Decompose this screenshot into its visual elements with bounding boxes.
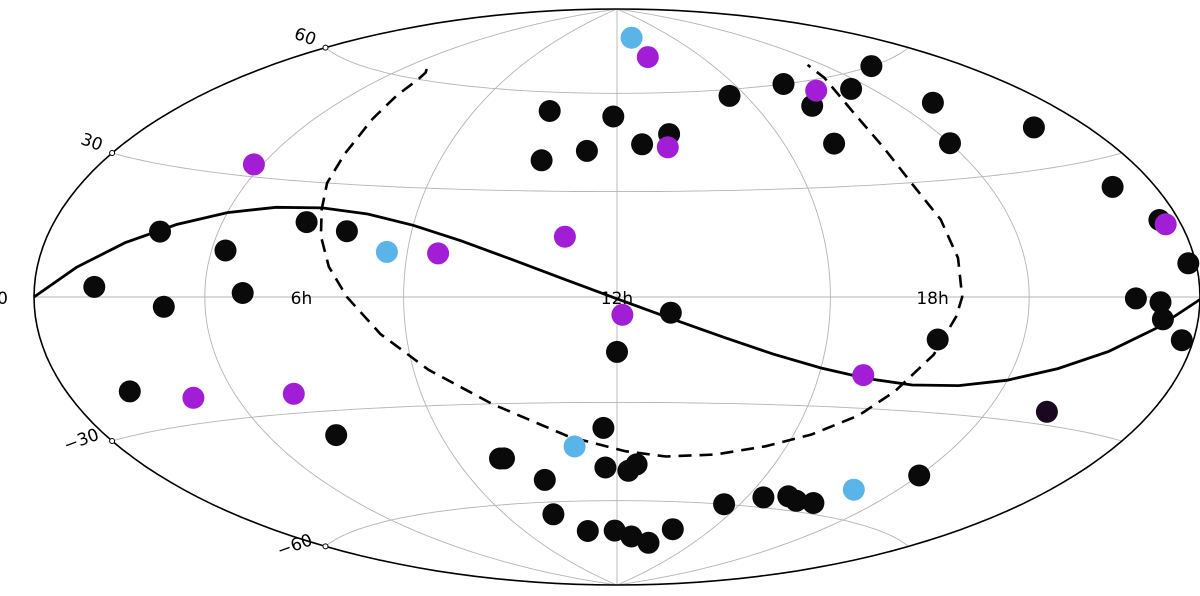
black-data-point [752,486,775,509]
black-data-point [538,100,561,122]
y-tick-label: −60 [275,530,316,561]
black-data-point [718,84,741,107]
y-tick-marker [109,438,116,444]
purple-data-point [242,153,265,176]
meridian-4h [204,8,618,586]
black-data-point [620,525,643,548]
purple-data-point [282,382,305,405]
purple-data-point [182,386,205,409]
black-data-point [1177,252,1200,275]
graticule [34,8,1200,586]
blue-data-point [842,478,865,501]
black-data-point [1151,308,1174,331]
purple-data-point [427,242,450,265]
black-data-point [533,468,556,491]
black-data-point [493,447,515,470]
reference-curves [33,63,1200,458]
black-data-point [606,340,628,363]
x-tick-label: 18h [916,289,948,309]
black-data-point [1022,116,1045,139]
black-data-point [939,132,961,155]
black-data-point [214,239,237,262]
black-data-point [631,133,654,156]
dark_purple-data-point [1035,400,1058,423]
black-data-point [1170,329,1193,352]
black-data-point [231,282,254,304]
meridian-8h [403,8,618,586]
purple-data-point [1154,213,1177,236]
black-data-point [661,518,684,541]
black-data-point [575,139,598,162]
black-data-point [625,453,648,476]
dashed-curve [319,63,964,458]
black-data-point [83,275,106,298]
black-data-point [1124,287,1147,310]
black-data-point [802,492,825,514]
black-data-point [921,91,944,114]
purple-data-point [553,225,576,248]
black-data-point [713,493,736,516]
y-tick-marker [322,543,329,550]
black-data-point [594,456,617,479]
purple-data-point [852,364,875,387]
black-data-point [1101,175,1124,198]
black-data-point [295,211,318,234]
purple-data-point [636,46,659,69]
black-data-point [860,55,883,78]
black-data-point [785,489,808,512]
black-data-point [840,77,863,100]
y-tick-label: −30 [61,425,102,456]
black-data-point [823,132,846,155]
purple-data-point [805,79,828,102]
y-tick-label: 30 [78,130,105,156]
black-data-point [149,220,171,243]
x-tick-label: 12h [601,289,633,309]
x-tick-label: 6h [291,289,313,309]
black-data-point [908,464,931,487]
blue-data-point [563,435,586,458]
y-tick-marker [109,150,116,156]
blue-data-point [375,240,398,263]
x-tick-label: 0 [0,289,8,309]
black-data-point [1149,291,1172,314]
black-data-point [118,380,141,403]
black-data-point [576,520,599,542]
black-data-point [659,301,682,324]
black-data-point [530,149,553,172]
blue-data-point [620,26,643,49]
black-data-point [603,519,626,542]
black-data-point [592,416,615,439]
black-data-point [325,424,348,447]
data-points [83,26,1200,554]
black-data-point [152,295,175,318]
purple-data-point [611,303,634,326]
purple-data-point [656,136,679,159]
meridian-20h [616,8,1030,586]
black-data-point [772,73,795,95]
y-tick-marker [322,44,329,51]
black-data-point [542,503,565,526]
solid-curve [33,205,1200,388]
black-data-point [602,105,625,128]
black-data-point [335,220,358,243]
y-tick-label: 60 [291,24,318,50]
meridian-16h [616,8,831,586]
black-data-point [637,531,660,554]
black-data-point [926,328,949,351]
